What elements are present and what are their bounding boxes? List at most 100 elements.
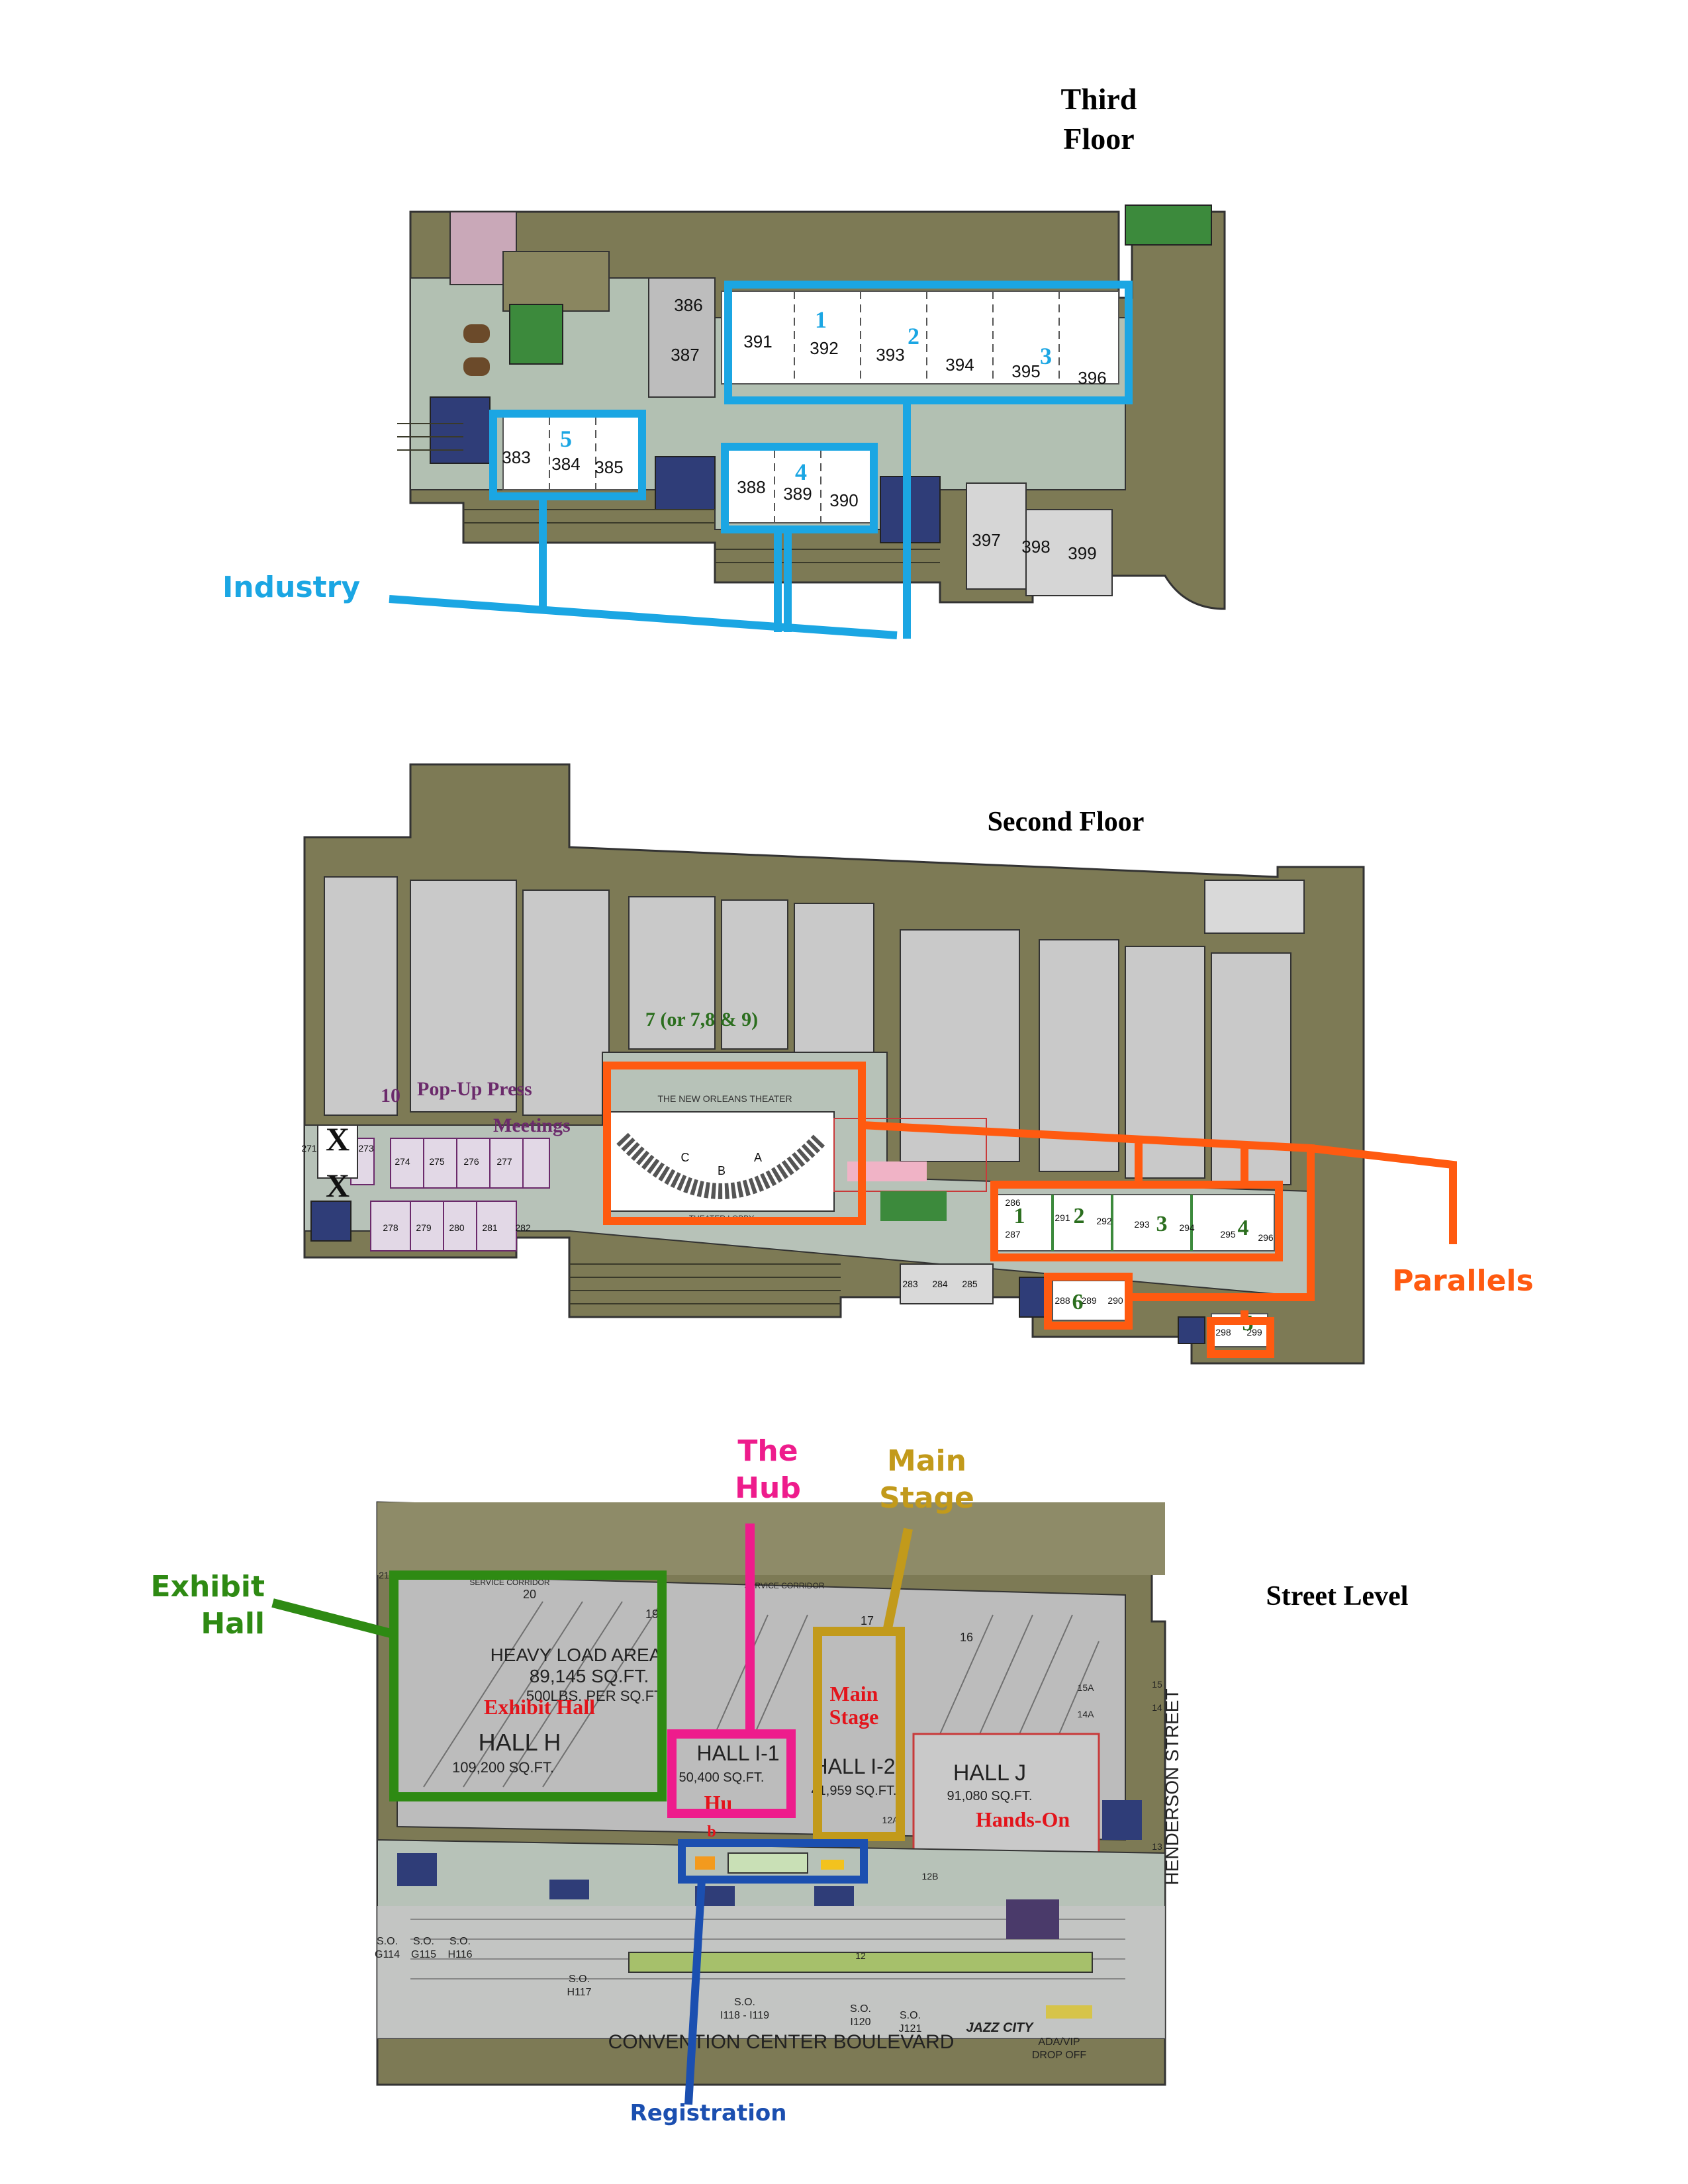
room-397: 397 <box>972 530 1000 550</box>
room-279: 279 <box>416 1222 432 1233</box>
annotation-popup-press: Pop-Up Press <box>417 1078 532 1100</box>
room-291: 291 <box>1055 1212 1070 1223</box>
registration-callout: Registration <box>630 2100 787 2126</box>
room-391: 391 <box>743 332 772 351</box>
parallels-box-6 <box>1044 1273 1133 1330</box>
room-274: 274 <box>395 1156 410 1167</box>
room-395: 395 <box>1011 361 1040 381</box>
inside-hub: Hu <box>704 1791 733 1815</box>
industry-callout: Industry <box>222 570 361 604</box>
second-group-4: 4 <box>1238 1216 1249 1240</box>
inside-exhibit-hall: Exhibit Hall <box>484 1695 595 1719</box>
room-283: 283 <box>902 1279 918 1289</box>
second-group-5: 5 <box>1243 1311 1254 1336</box>
hall-i2-name: HALL I-2 <box>812 1754 895 1778</box>
room-394: 394 <box>945 355 974 375</box>
room-275: 275 <box>429 1156 445 1167</box>
door-12: 12 <box>855 1950 866 1961</box>
door-12b: 12B <box>922 1871 939 1882</box>
main-stage-callout-line1: Main <box>887 1444 966 1478</box>
hall-i1-name: HALL I-1 <box>696 1741 779 1765</box>
room-387: 387 <box>671 345 699 365</box>
x-mark-lower: X <box>326 1167 350 1204</box>
inside-main-stage-2: Stage <box>829 1705 879 1729</box>
so-g115-l1: S.O. <box>413 1936 434 1947</box>
room-292: 292 <box>1096 1216 1112 1226</box>
third-floor-building <box>409 210 1226 610</box>
room-398: 398 <box>1021 537 1050 557</box>
room-389: 389 <box>783 484 812 504</box>
so-h116-l2: H116 <box>447 1949 472 1960</box>
hall-i2-area: 41,959 SQ.FT. <box>812 1784 897 1798</box>
room-393: 393 <box>876 345 904 365</box>
theater-section-b: B <box>718 1164 726 1177</box>
so-i118-l2: I118 - I119 <box>720 2010 769 2021</box>
exhibit-hall-callout-line2: Hall <box>201 1607 265 1641</box>
room-288: 288 <box>1055 1295 1070 1306</box>
hub-outline <box>667 1524 796 1818</box>
room-299: 299 <box>1246 1327 1262 1338</box>
annotation-ten: 10 <box>381 1085 400 1107</box>
room-298: 298 <box>1215 1327 1231 1338</box>
the-hub-callout-line1: The <box>737 1434 798 1468</box>
so-g115-l2: G115 <box>411 1949 436 1960</box>
so-i118-l1: S.O. <box>734 1997 755 2008</box>
hall-j-name: HALL J <box>953 1760 1026 1786</box>
theater-section-a: A <box>754 1151 762 1164</box>
the-hub-callout: The Hub <box>715 1433 821 1507</box>
second-floor-title: Second Floor <box>987 807 1145 837</box>
third-floor-corridor <box>410 277 1126 530</box>
theater-section-c: C <box>681 1151 690 1164</box>
third-floor-title: Third Floor <box>1060 82 1137 156</box>
main-stage-outline <box>813 1527 913 1841</box>
room-281: 281 <box>482 1222 498 1233</box>
exhibit-hall-outline <box>271 1570 667 1801</box>
room-386: 386 <box>674 295 702 315</box>
the-hub-callout-line2: Hub <box>735 1471 801 1505</box>
room-287: 287 <box>1005 1229 1021 1240</box>
heavy-load-capacity: 500LBS. PER SQ.FT. <box>526 1688 665 1704</box>
door-16: 16 <box>960 1631 973 1644</box>
inside-main-stage-1: Main <box>830 1682 878 1706</box>
so-i120-l2: I120 <box>850 2017 870 2028</box>
street-level-building <box>376 1501 1166 2086</box>
jazz-city: JAZZ CITY <box>966 2021 1034 2035</box>
industry-box-5 <box>489 410 646 500</box>
so-j121-l1: S.O. <box>900 2010 921 2021</box>
parallels-box-5 <box>1207 1317 1274 1358</box>
door-17: 17 <box>861 1614 874 1627</box>
exhibit-hall-callout-line1: Exhibit <box>150 1570 265 1604</box>
third-group-1: 1 <box>815 306 827 333</box>
room-383: 383 <box>502 447 530 467</box>
room-296: 296 <box>1258 1232 1274 1243</box>
x-mark-upper: X <box>326 1120 350 1158</box>
registration-outline <box>678 1839 868 2105</box>
so-h117-l1: S.O. <box>569 1974 590 1985</box>
inside-hands-on: Hands-On <box>976 1807 1070 1831</box>
second-group-3: 3 <box>1156 1212 1168 1236</box>
heavy-load-area: 89,145 SQ.FT. <box>530 1666 649 1686</box>
room-384: 384 <box>551 454 580 474</box>
drop-off-2: DROP OFF <box>1032 2050 1087 2061</box>
theater-seating <box>616 1132 827 1199</box>
so-h116-l1: S.O. <box>449 1936 471 1947</box>
so-g114-l2: G114 <box>375 1949 400 1960</box>
street-east: HENDERSON STREET <box>1162 1688 1182 1885</box>
service-corridor-east: SERVICE CORRIDOR <box>744 1581 824 1590</box>
parallels-box-1234 <box>990 1181 1283 1261</box>
room-286: 286 <box>1005 1197 1021 1208</box>
heavy-load-name: HEAVY LOAD AREA <box>491 1645 662 1665</box>
street-level-title: Street Level <box>1266 1581 1409 1612</box>
room-282: 282 <box>515 1222 531 1233</box>
room-396: 396 <box>1078 368 1106 388</box>
room-285: 285 <box>962 1279 978 1289</box>
third-group-5: 5 <box>560 426 572 452</box>
theater-name: THE NEW ORLEANS THEATER <box>657 1093 792 1104</box>
main-stage-callout: Main Stage <box>861 1443 993 1517</box>
annotation-seven: 7 (or 7,8 & 9) <box>645 1009 758 1030</box>
door-13: 13 <box>1152 1841 1162 1852</box>
